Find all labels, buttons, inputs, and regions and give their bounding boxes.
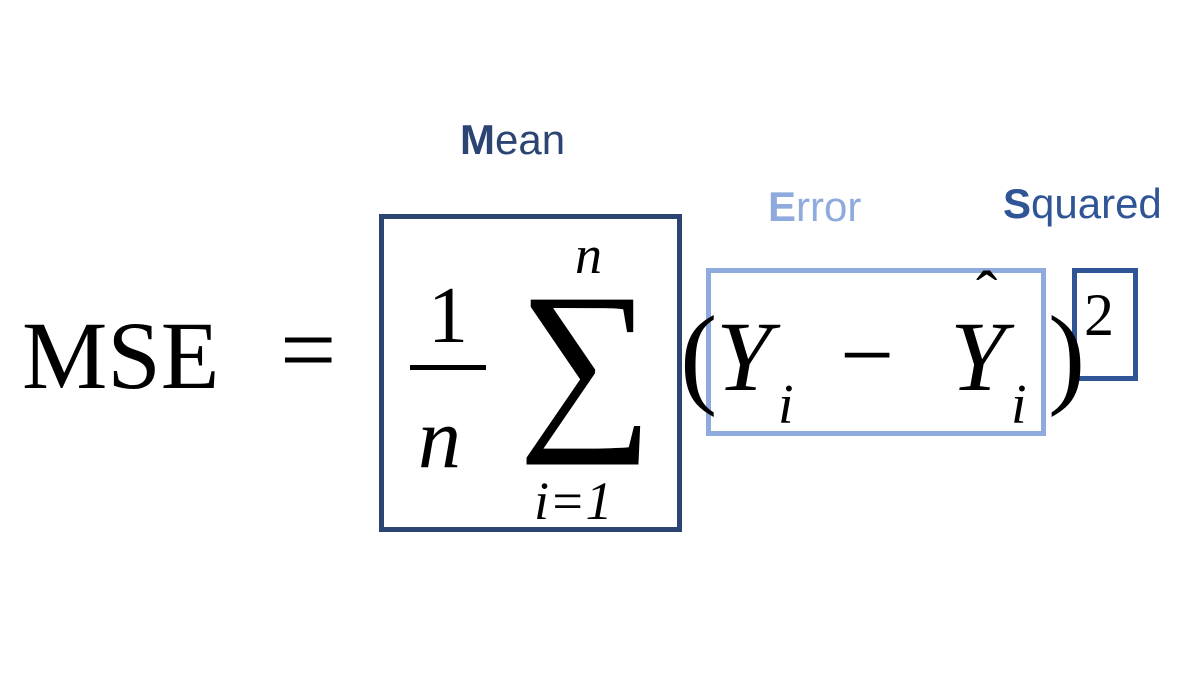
squared-label: Squared — [1003, 180, 1162, 228]
error-label: Error — [768, 183, 861, 231]
sum-lower-limit: i=1 — [534, 471, 613, 531]
mean-label-initial: M — [460, 116, 495, 163]
close-paren: ) — [1048, 294, 1086, 418]
exponent: 2 — [1084, 282, 1114, 348]
mean-label-rest: ean — [495, 116, 566, 163]
minus-sign: − — [840, 301, 895, 408]
open-paren: ( — [680, 294, 718, 418]
observed-subscript: i — [778, 374, 794, 436]
mean-highlight-box — [379, 214, 682, 532]
fraction-denominator: n — [418, 390, 461, 486]
fraction-bar — [410, 365, 486, 370]
fraction-numerator: 1 — [428, 272, 468, 360]
sum-upper-limit: n — [575, 225, 602, 285]
hat-accent: ˆ — [976, 258, 998, 329]
error-label-initial: E — [768, 183, 797, 230]
predicted-value: Y — [950, 301, 1006, 412]
squared-label-initial: S — [1003, 180, 1032, 227]
error-label-rest: rror — [796, 183, 862, 230]
squared-label-rest: quared — [1031, 180, 1162, 227]
squared-highlight-box — [1072, 268, 1138, 381]
equals-sign: = — [280, 294, 337, 405]
summation-symbol: ∑ — [518, 256, 654, 466]
observed-value: Y — [716, 301, 772, 412]
predicted-subscript: i — [1011, 374, 1027, 436]
error-highlight-box — [706, 268, 1046, 436]
mean-label: Mean — [460, 116, 565, 164]
formula-lhs: MSE — [22, 302, 220, 409]
